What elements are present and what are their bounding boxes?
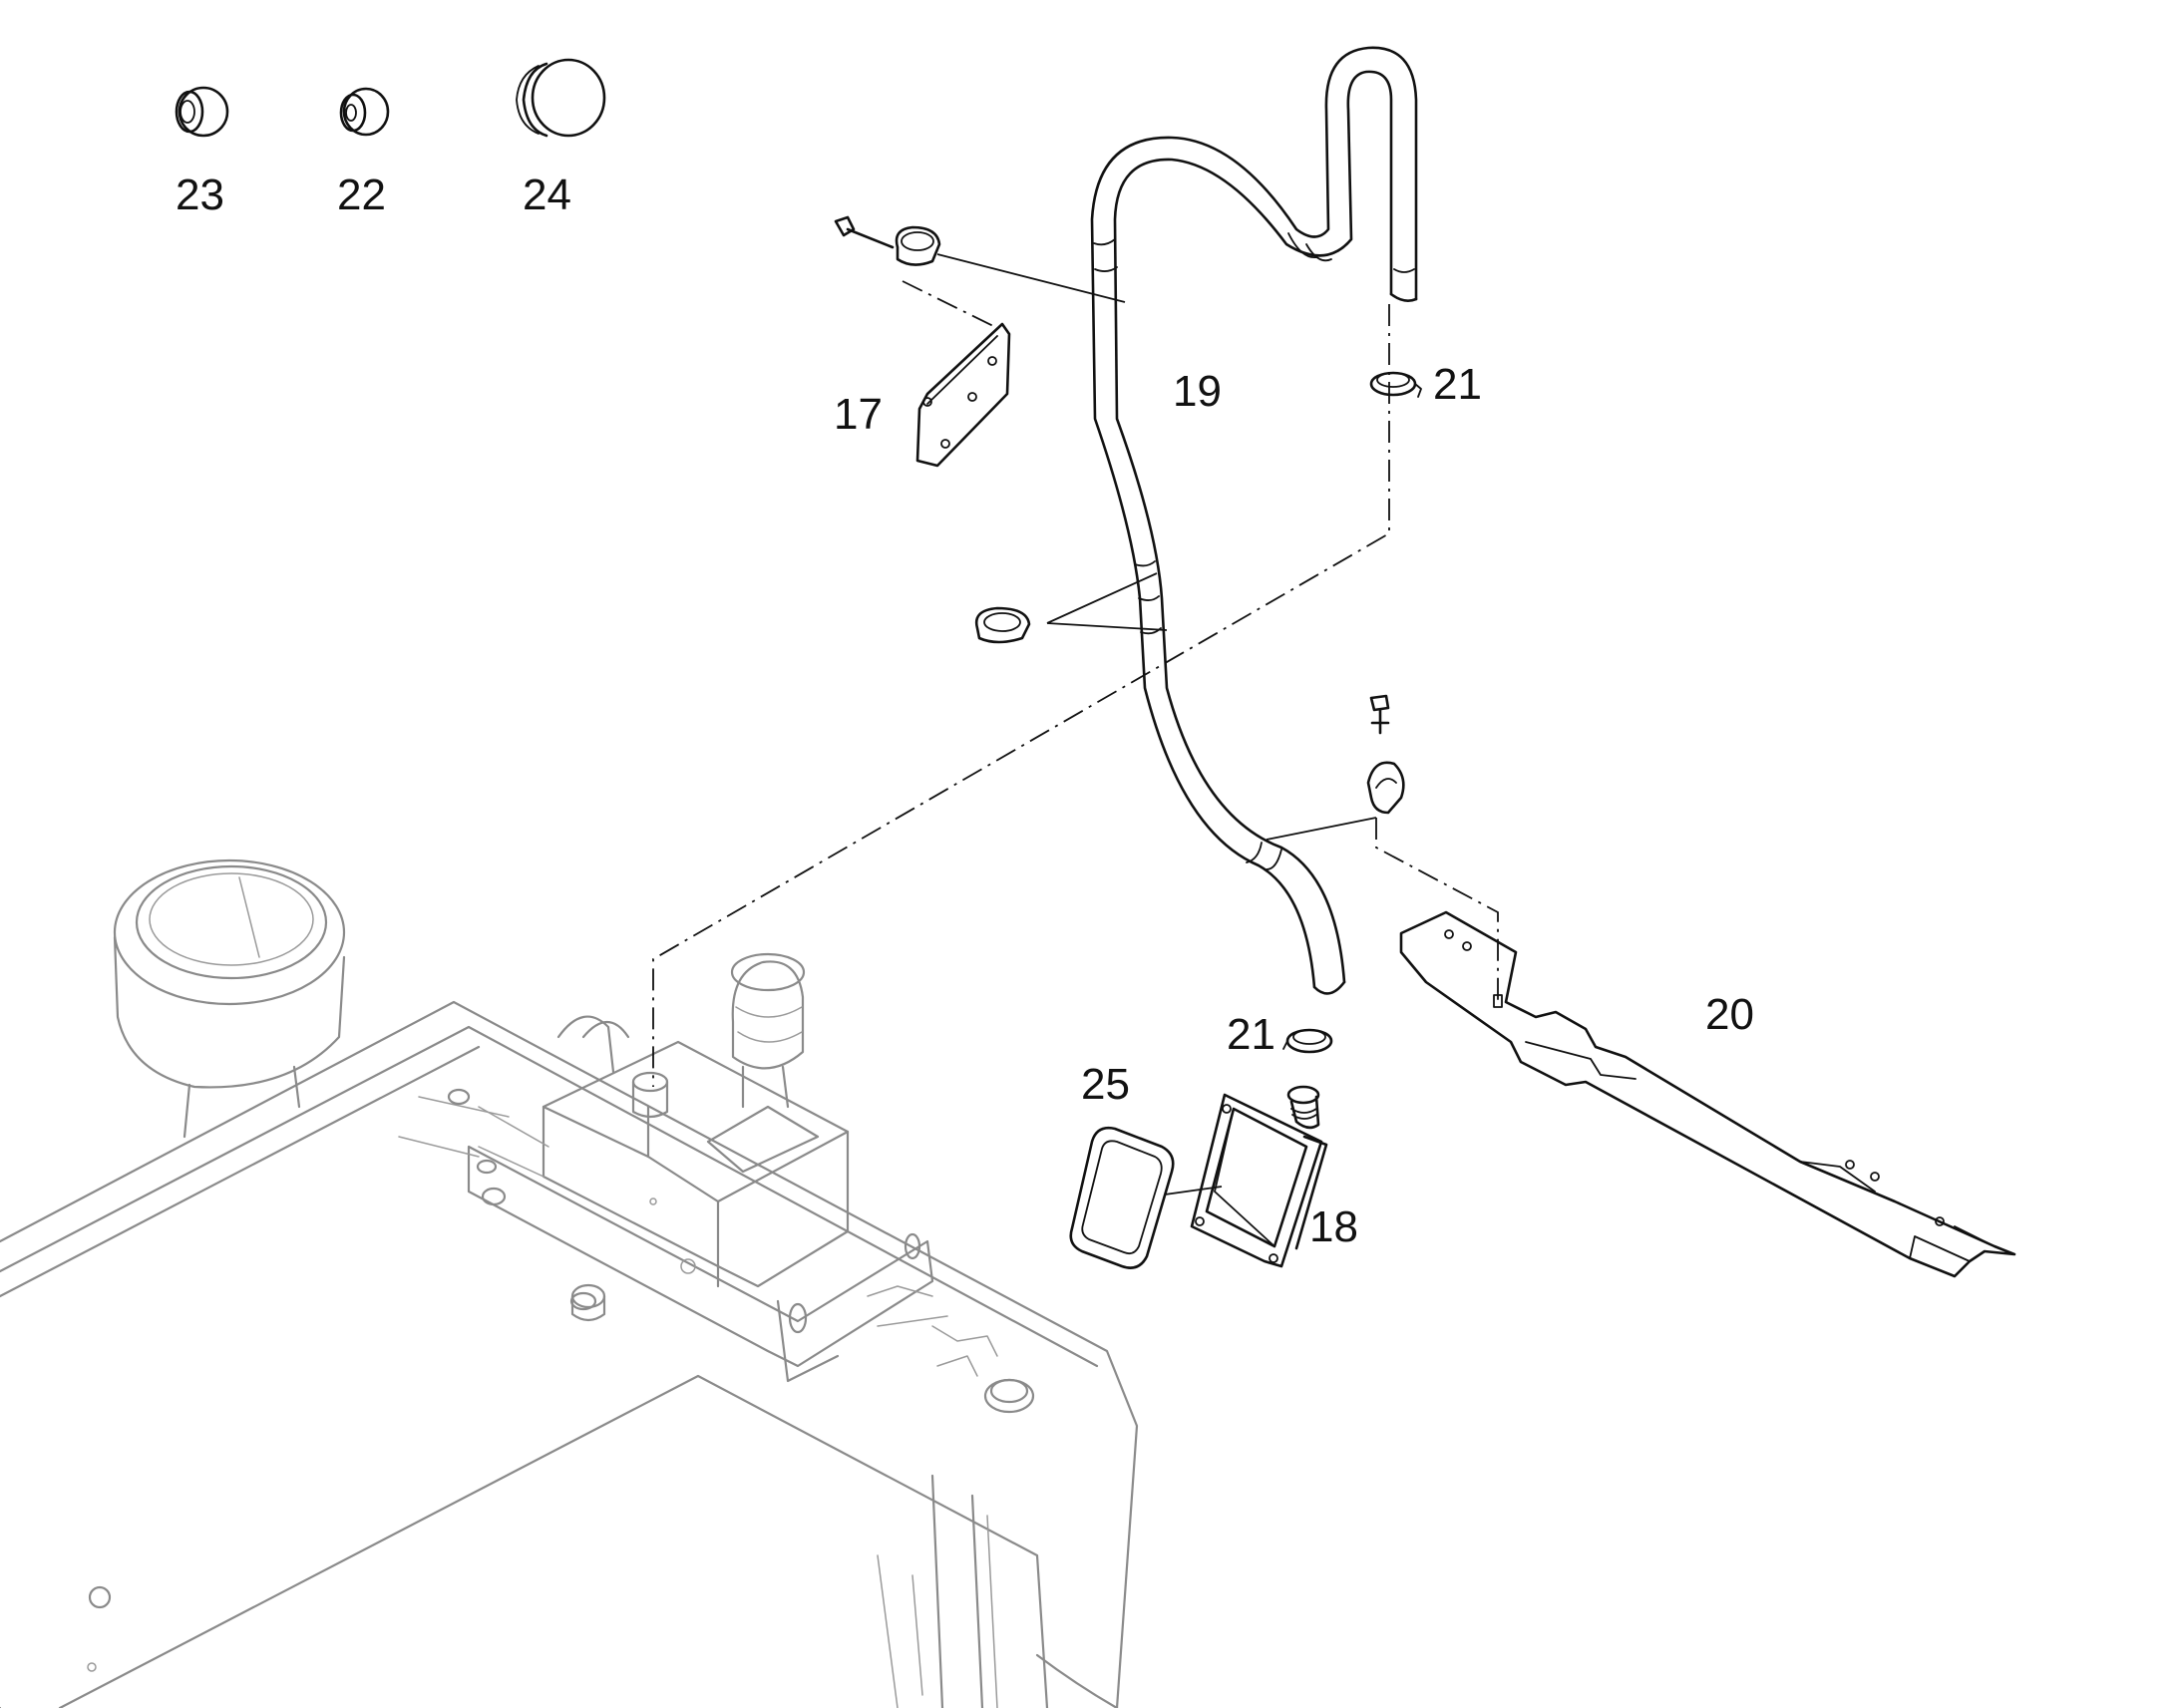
tank-mount-bracket (467, 1145, 1035, 1414)
callout-19: 19 (1173, 367, 1222, 416)
filler-neck-part-18 (1190, 1085, 1328, 1268)
clamp-part-21-upper (1369, 371, 1422, 398)
misc-hardware (447, 1088, 597, 1311)
gasket-part-25 (1069, 1127, 1175, 1269)
callout-25: 25 (1081, 1060, 1130, 1109)
alignment-lines (652, 280, 1499, 1087)
callout-24: 24 (523, 171, 571, 219)
hose-part-19 (1090, 46, 1418, 995)
long-bracket-part-20 (1399, 910, 2016, 1278)
deck-frame (0, 1000, 1139, 1708)
callout-23: 23 (176, 171, 224, 219)
callout-20: 20 (1705, 990, 1754, 1039)
machine-context-assembly (0, 858, 1139, 1708)
callout-21-lower: 21 (1227, 1010, 1275, 1059)
callout-21-upper: 21 (1433, 360, 1482, 409)
callout-22: 22 (337, 171, 386, 219)
air-filter-housing (113, 858, 346, 1139)
grommet-part-22 (339, 87, 390, 137)
callout-17: 17 (834, 390, 883, 439)
cap-part-24 (516, 58, 606, 138)
bolts (834, 215, 1390, 735)
clamp-part-21-lower (1282, 1028, 1333, 1054)
reservoir-tank (398, 952, 850, 1288)
hose-clamps (895, 225, 1405, 815)
callout-labels: 23 22 24 17 19 21 21 25 18 20 (176, 171, 1754, 1251)
callout-18: 18 (1309, 1202, 1358, 1251)
leader-lines (936, 253, 1377, 1196)
grommet-part-23 (175, 86, 229, 138)
bracket-plate-part-17 (915, 322, 1011, 468)
